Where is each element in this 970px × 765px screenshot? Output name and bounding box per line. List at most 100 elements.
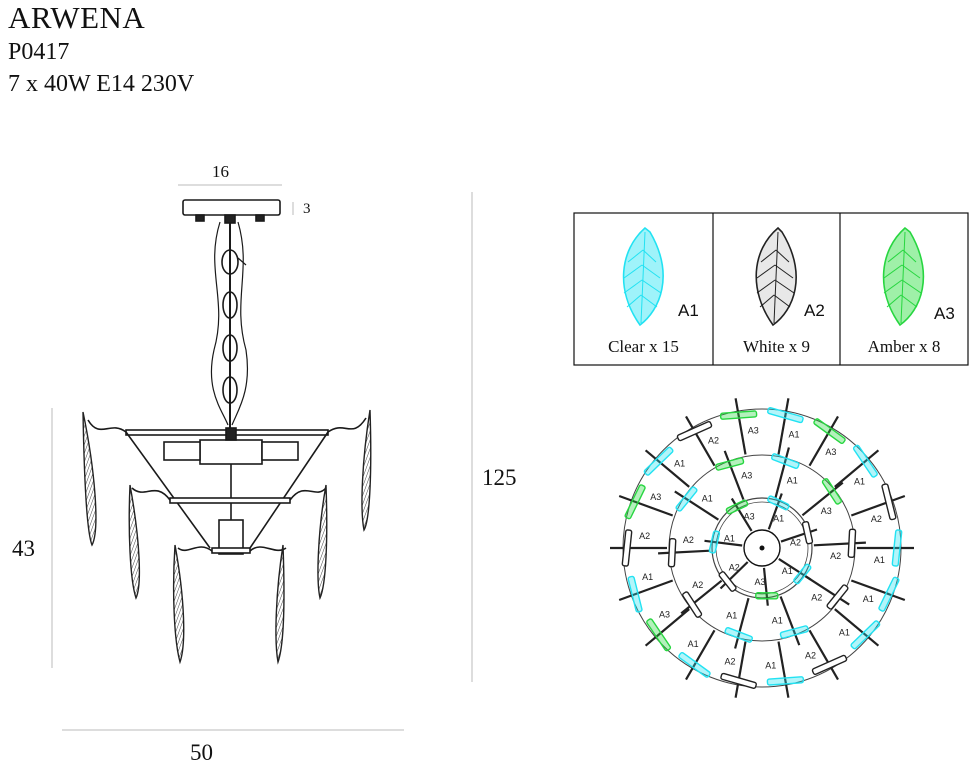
plan-leaf-code: A2: [692, 580, 703, 590]
plan-leaf-code: A1: [854, 477, 865, 487]
plan-spokes: [610, 398, 914, 698]
outer-ring-spoke: [685, 629, 716, 681]
outer-ring-spoke: [644, 608, 690, 647]
plan-leaf-code: A1: [674, 459, 685, 469]
outer-ring-spoke: [834, 449, 880, 488]
plan-leaf-a2: [811, 654, 848, 676]
outer-ring-spoke: [808, 415, 839, 467]
side-elevation: [87, 199, 367, 555]
plan-leaf-code: A1: [863, 594, 874, 604]
plan-leaf-a2: [676, 420, 713, 442]
plan-leaf-a2: [881, 483, 897, 521]
plan-leaf-code: A1: [782, 566, 793, 576]
middle-ring-spoke: [801, 481, 844, 517]
plan-leaf-code: A3: [744, 512, 755, 522]
outer-ring-spoke: [777, 641, 790, 698]
middle-ring-spoke: [779, 596, 801, 646]
plan-leaf-a3: [821, 478, 842, 505]
plan-leaf-a1: [627, 575, 643, 613]
plan-leaf-code: A1: [702, 493, 713, 503]
middle-ring-spoke: [674, 490, 719, 521]
diameter-label: 50: [190, 740, 213, 765]
plan-leaf-a1: [675, 486, 698, 512]
plan-leaf-code: A1: [787, 476, 798, 486]
outer-ring-spoke: [834, 608, 880, 647]
plan-leaf-a2: [720, 672, 757, 689]
plan-leaf-code: A2: [729, 563, 740, 573]
plan-codes: A1A3A1A2A1A1A1A2A1A2A1A3A1A2A3A1A2A3A1A3…: [639, 425, 885, 670]
canopy-width-label: 16: [212, 162, 229, 181]
plan-leaf-a1: [643, 446, 674, 476]
side-leaves: [82, 409, 372, 665]
plan-leaf-code: A1: [688, 639, 699, 649]
middle-ring-spoke: [723, 450, 745, 500]
plan-leaf-a3: [624, 484, 646, 520]
legend-label-clear: Clear x 15: [608, 337, 679, 356]
canopy-height-label: 3: [303, 201, 311, 217]
outer-ring-spoke: [644, 449, 690, 488]
plan-leaf-code: A3: [650, 492, 661, 502]
plan-leaf-a1: [766, 676, 805, 686]
plan-leaf-code: A1: [788, 429, 799, 439]
total-height-label: 125: [482, 465, 517, 490]
plan-leaf-a1: [678, 651, 711, 678]
plan-leaf-a3: [755, 592, 779, 600]
middle-ring-spoke: [734, 597, 750, 649]
plan-leaf-code: A1: [874, 555, 885, 565]
middle-ring-spoke: [680, 579, 723, 615]
dimension-lines: [51, 184, 473, 731]
amber-leaf-icon: [882, 226, 925, 327]
plan-leaf-code: A1: [772, 615, 783, 625]
plan-leaf-a1: [850, 620, 881, 650]
plan-leaf-a1: [708, 530, 721, 554]
middle-ring-spoke: [805, 575, 850, 606]
plan-leaf-code: A2: [683, 535, 694, 545]
plan-leaf-code: A2: [871, 514, 882, 524]
legend-label-white: White x 9: [742, 337, 811, 356]
plan-leaf-a2: [847, 528, 857, 559]
plan-leaf-code: A3: [821, 506, 832, 516]
plan-leaf-code: A2: [708, 435, 719, 445]
plan-leaf-a2: [801, 520, 814, 545]
middle-ring-spoke: [774, 447, 790, 499]
outer-ring-spoke: [734, 398, 747, 455]
legend-code-amber: A3: [934, 304, 955, 323]
plan-leaf-code: A1: [726, 611, 737, 621]
plan-leaf-a1: [771, 453, 800, 470]
legend-code-white: A2: [804, 301, 825, 320]
plan-leaf-code: A3: [754, 577, 765, 587]
plan-leaf-code: A1: [839, 628, 850, 638]
outer-ring-spoke: [734, 641, 747, 698]
plan-leaf-a1: [779, 625, 809, 639]
outer-ring-spoke: [618, 579, 674, 602]
middle-ring-spoke: [813, 541, 866, 547]
plan-leaf-code: A3: [659, 609, 670, 619]
outer-ring-spoke: [618, 494, 674, 517]
plan-leaf-code: A3: [825, 447, 836, 457]
plan-leaf-a2: [667, 537, 677, 568]
plan-leaf-code: A1: [724, 534, 735, 544]
plan-leaf-code: A3: [741, 471, 752, 481]
plan-leaf-a1: [878, 576, 900, 612]
product-name: ARWENA: [8, 0, 146, 35]
clear-leaf-icon: [622, 226, 664, 327]
legend-code-clear: A1: [678, 301, 699, 320]
plan-leaf-code: A1: [642, 572, 653, 582]
legend-label-amber: Amber x 8: [867, 337, 941, 356]
product-spec: 7 x 40W E14 230V: [8, 71, 195, 97]
middle-ring-spoke: [658, 549, 711, 555]
plan-leaf-a1: [793, 563, 812, 585]
plan-leaf-a1: [891, 529, 903, 567]
plan-leaf-a2: [621, 529, 633, 567]
plan-leaf-code: A1: [765, 661, 776, 671]
plan-leaf-code: A2: [811, 593, 822, 603]
plan-leaf-a1: [852, 444, 878, 478]
plan-leaves: [621, 407, 903, 689]
plan-leaf-code: A2: [790, 537, 801, 547]
plan-leaf-code: A2: [639, 531, 650, 541]
plan-leaf-a1: [724, 626, 753, 643]
plan-leaf-a2: [826, 584, 849, 610]
plan-leaf-a3: [715, 457, 745, 471]
plan-leaf-code: A1: [773, 513, 784, 523]
